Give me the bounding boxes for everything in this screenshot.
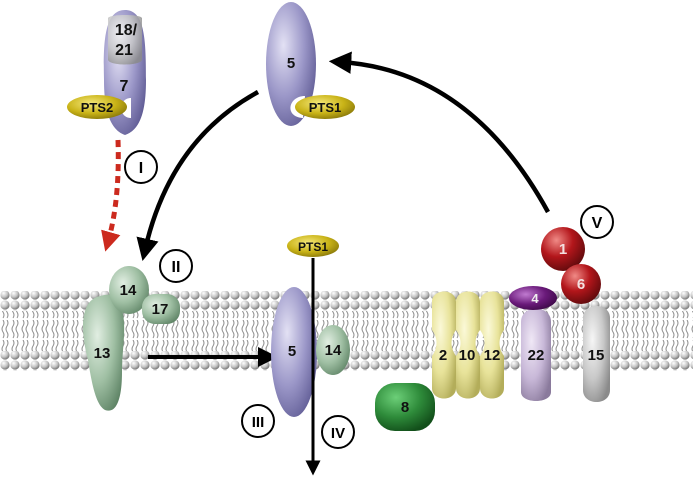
pex15: 15 bbox=[583, 306, 610, 402]
pts1-cargo-membrane bbox=[287, 235, 339, 257]
pex5-membrane-shape bbox=[271, 287, 317, 417]
step-4-circle bbox=[321, 415, 355, 449]
step-2-label: II bbox=[172, 259, 181, 276]
step-markers: I II III IV V bbox=[124, 150, 614, 449]
pex7-label: 7 bbox=[120, 78, 129, 95]
pex13-label: 13 bbox=[94, 345, 111, 362]
step-5-circle bbox=[580, 205, 614, 239]
pex8: 8 bbox=[375, 383, 435, 431]
aaa-exportomer: 1 6 bbox=[541, 227, 601, 304]
ring-complex: 2 10 12 bbox=[432, 291, 504, 399]
pex15-label: 15 bbox=[588, 347, 605, 364]
pts2-pathway-arrow bbox=[101, 139, 121, 252]
pts1-top-label: PTS1 bbox=[309, 100, 342, 115]
pts2-label: PTS2 bbox=[81, 100, 114, 115]
pex22-shape bbox=[521, 308, 551, 401]
pex6-shape bbox=[561, 264, 601, 304]
pex22-label: 22 bbox=[528, 347, 545, 364]
pex17-label: 17 bbox=[152, 301, 169, 318]
step-4-label: IV bbox=[331, 425, 345, 442]
pex14-membrane-shape bbox=[316, 325, 350, 375]
pex4-shape bbox=[509, 286, 557, 310]
pex14-shape bbox=[109, 266, 149, 314]
pex4-label: 4 bbox=[531, 291, 539, 306]
pex12-shape bbox=[480, 291, 504, 399]
pex14-membrane-label: 14 bbox=[325, 342, 342, 359]
pex10-label: 10 bbox=[459, 347, 476, 364]
pex6-label: 6 bbox=[577, 276, 585, 293]
pts1-membrane-label: PTS1 bbox=[298, 240, 328, 254]
step-2-circle bbox=[159, 249, 193, 283]
pex1-label: 1 bbox=[559, 241, 567, 258]
pex15-shape bbox=[583, 306, 610, 402]
pex14-label: 14 bbox=[120, 282, 137, 299]
pex8-shape bbox=[375, 383, 435, 431]
receptor-delivery-arrow bbox=[136, 90, 260, 261]
pts2-cargo bbox=[67, 95, 127, 119]
step-1-circle bbox=[124, 150, 158, 184]
pex17-shape bbox=[142, 294, 180, 324]
pex10-shape bbox=[456, 291, 480, 399]
pex5-top-shape bbox=[266, 2, 316, 126]
step-3-circle bbox=[241, 404, 275, 438]
pex18-21-label-b: 21 bbox=[115, 42, 133, 59]
step-1-label: I bbox=[139, 160, 143, 177]
pex5-cytosolic: 5 PTS1 bbox=[266, 2, 355, 126]
docking-complex: 13 14 17 bbox=[83, 266, 180, 411]
step-3-label: III bbox=[252, 414, 265, 431]
pex22-pex4: 22 4 bbox=[509, 286, 557, 401]
recycling-arrow bbox=[328, 51, 550, 214]
pex5-membrane-label: 5 bbox=[288, 343, 296, 360]
pex2-label: 2 bbox=[439, 347, 447, 364]
step-5-label: V bbox=[592, 215, 603, 232]
pex18-21-label: 18/ bbox=[115, 22, 138, 39]
pts1-cargo-top bbox=[295, 95, 355, 119]
import-pore: 5 14 PTS1 bbox=[271, 235, 350, 476]
pex8-label: 8 bbox=[401, 399, 409, 416]
pex12-label: 12 bbox=[484, 347, 501, 364]
pex18-21-shape bbox=[108, 15, 142, 65]
pex7-coreceptor: 18/ 21 7 PTS2 bbox=[67, 10, 146, 135]
pex1-shape bbox=[541, 227, 585, 271]
pex5-top-label: 5 bbox=[287, 55, 295, 72]
pex13-shape bbox=[83, 294, 125, 411]
pex2-shape bbox=[432, 291, 456, 399]
